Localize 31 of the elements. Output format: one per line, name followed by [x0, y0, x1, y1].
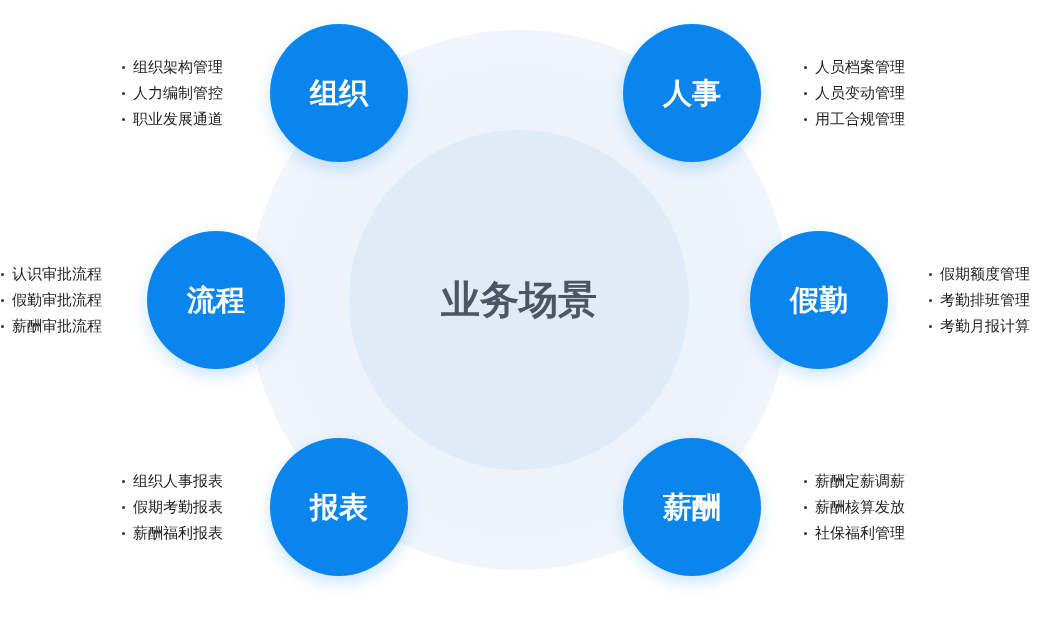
module-circle [623, 24, 761, 162]
list-item: 薪酬核算发放 [815, 497, 905, 517]
list-item: 考勤月报计算 [940, 316, 1030, 336]
list-item: 考勤排班管理 [940, 290, 1030, 310]
list-item: 组织架构管理 [133, 57, 223, 77]
module-circle [623, 438, 761, 576]
list-item: 用工合规管理 [815, 109, 905, 129]
list-item: 职业发展通道 [133, 109, 223, 129]
module-label: 人事 [663, 75, 721, 111]
list-item: 假期考勤报表 [133, 497, 223, 517]
list-item: 薪酬福利报表 [133, 523, 223, 543]
center-title: 业务场景 [441, 276, 597, 324]
module-label: 报表 [310, 489, 368, 525]
module-circle [750, 231, 888, 369]
list-item: 薪酬定薪调薪 [815, 471, 905, 491]
list-item: 薪酬审批流程 [12, 316, 102, 336]
module-circle [270, 24, 408, 162]
list-item: 人力编制管控 [133, 83, 223, 103]
module-label: 薪酬 [663, 489, 721, 525]
list-item: 人员变动管理 [815, 83, 905, 103]
list-item: 组织人事报表 [133, 471, 223, 491]
list-item: 认识审批流程 [12, 264, 102, 284]
module-label: 假勤 [790, 282, 848, 318]
list-item: 人员档案管理 [815, 57, 905, 77]
module-circle [147, 231, 285, 369]
module-circle [270, 438, 408, 576]
list-item: 社保福利管理 [815, 523, 905, 543]
list-item: 假勤审批流程 [12, 290, 102, 310]
module-label: 流程 [187, 282, 245, 318]
list-item: 假期额度管理 [940, 264, 1030, 284]
module-label: 组织 [310, 75, 368, 111]
